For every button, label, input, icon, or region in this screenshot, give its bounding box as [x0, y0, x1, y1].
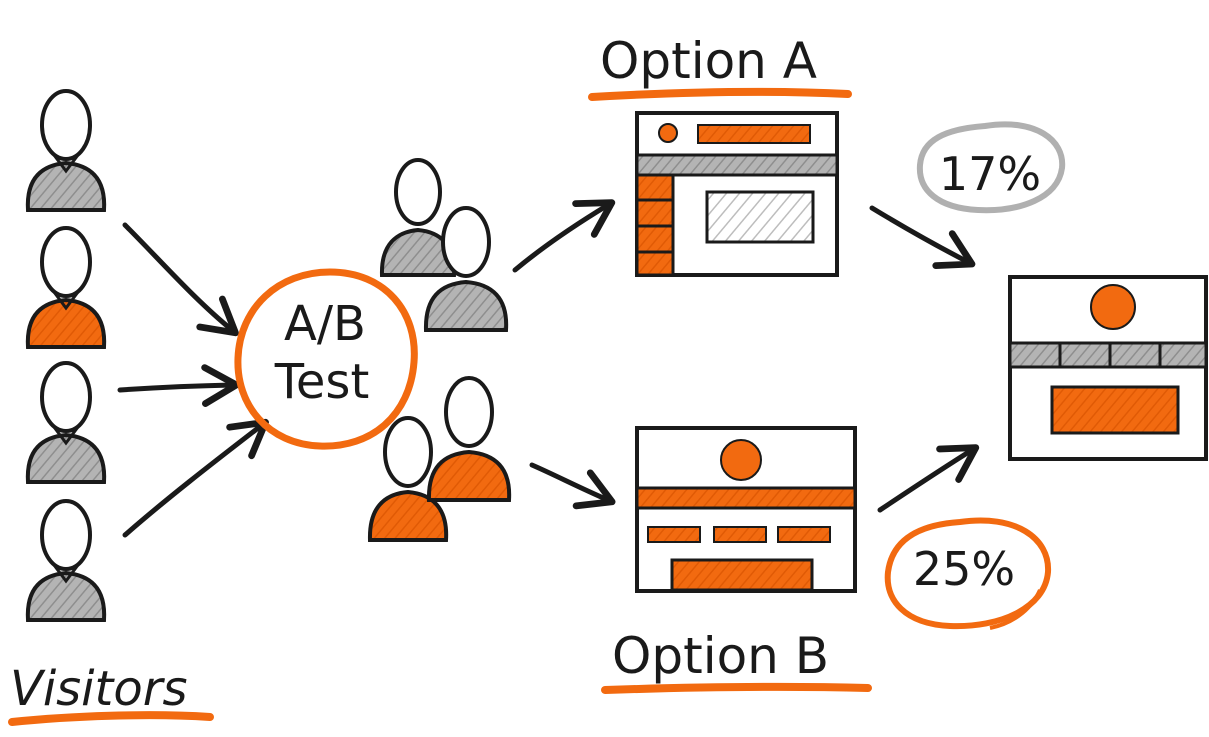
option-a-label: Option A	[600, 32, 817, 90]
option-b-wireframe	[635, 426, 857, 593]
option-b-label: Option B	[612, 627, 829, 685]
arrow-visitors-to-test-2	[117, 364, 240, 407]
arrow-visitors-to-test-1	[122, 222, 239, 337]
arrow-to-option-b	[529, 462, 616, 510]
group-a-people	[379, 158, 509, 332]
option-b-conversion: 25%	[884, 517, 1052, 630]
arrow-to-option-a	[512, 199, 616, 273]
option-a-underline	[588, 87, 852, 101]
visitors-underline	[8, 711, 214, 726]
visitor-person-3	[25, 361, 107, 484]
winning-page-wireframe	[1008, 275, 1208, 461]
visitor-person-2	[25, 226, 107, 349]
visitor-person-4	[25, 499, 107, 622]
rate-b-label: 25%	[913, 542, 1015, 596]
visitors-label: Visitors	[10, 661, 187, 717]
option-a-conversion: 17%	[916, 121, 1066, 214]
arrow-option-b-to-winner	[877, 444, 980, 513]
arrow-visitors-to-test-3	[122, 418, 269, 538]
arrow-option-a-to-winner	[869, 205, 976, 270]
ab-test-node: A/B Test	[234, 268, 418, 450]
ab-test-label-line2: Test	[274, 354, 370, 410]
option-a-wireframe	[635, 111, 839, 277]
ab-test-label-line1: A/B	[284, 296, 366, 352]
option-b-underline	[601, 682, 872, 694]
group-b-people	[367, 376, 512, 542]
visitor-person-1	[25, 89, 107, 212]
rate-a-label: 17%	[939, 147, 1041, 201]
